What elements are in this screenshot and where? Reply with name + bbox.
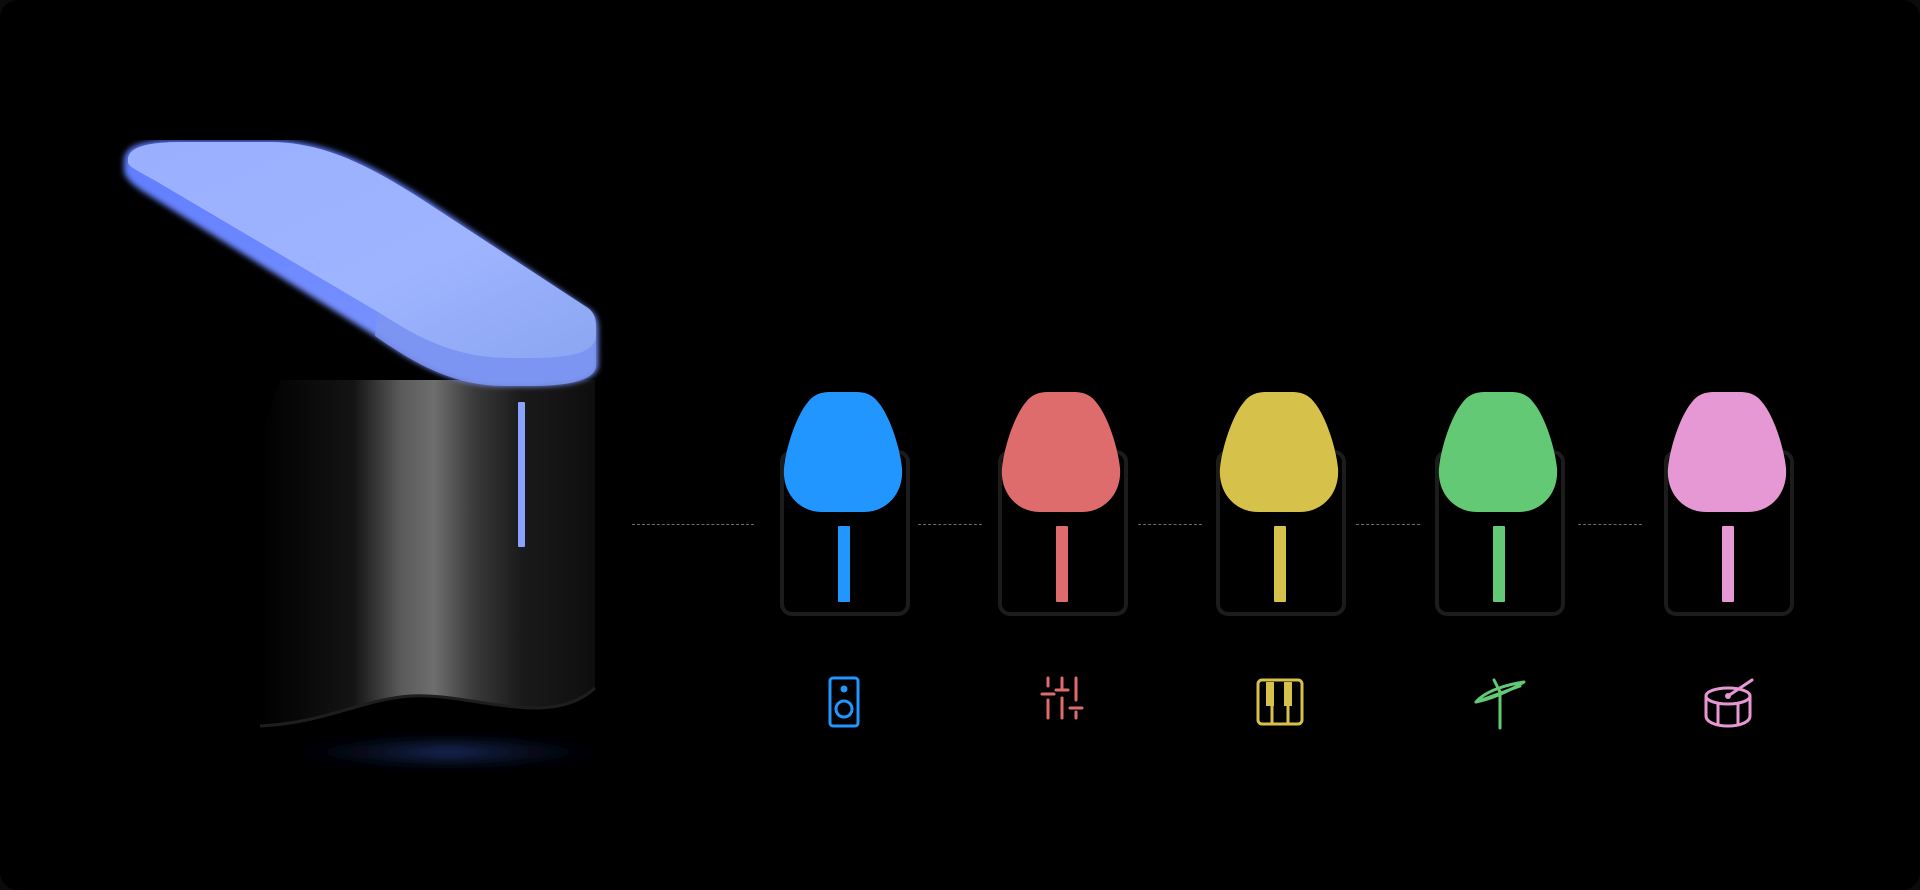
- channel-fader-keys[interactable]: [1274, 526, 1286, 602]
- drum-icon: [1700, 672, 1760, 732]
- cymbal-icon: [1470, 672, 1530, 732]
- connector-mixer-to-keys: [1138, 524, 1202, 525]
- light-cube-device: [110, 140, 610, 800]
- connector-device-to-speaker: [632, 524, 754, 525]
- channel-knob-speaker[interactable]: [778, 390, 908, 514]
- channel-fader-mixer[interactable]: [1056, 526, 1068, 602]
- channel-knob-keys[interactable]: [1214, 390, 1344, 514]
- channel-fader-cymbal[interactable]: [1493, 526, 1505, 602]
- channel-knob-cymbal[interactable]: [1433, 390, 1563, 514]
- channel-knob-drum[interactable]: [1662, 390, 1792, 514]
- piano-keys-icon: [1250, 672, 1310, 732]
- channel-knob-mixer[interactable]: [996, 390, 1126, 514]
- sliders-icon: [1032, 672, 1092, 732]
- connector-keys-to-cymbal: [1356, 524, 1420, 525]
- channel-module-drum[interactable]: [1662, 390, 1794, 622]
- channel-module-mixer[interactable]: [996, 390, 1128, 622]
- channel-module-keys[interactable]: [1214, 390, 1346, 622]
- connector-cymbal-to-drum: [1578, 524, 1642, 525]
- connector-speaker-to-mixer: [918, 524, 982, 525]
- channel-module-cymbal[interactable]: [1433, 390, 1565, 622]
- channel-fader-drum[interactable]: [1722, 526, 1734, 602]
- channel-fader-speaker[interactable]: [838, 526, 850, 602]
- channel-module-speaker[interactable]: [778, 390, 910, 622]
- speaker-icon: [814, 672, 874, 732]
